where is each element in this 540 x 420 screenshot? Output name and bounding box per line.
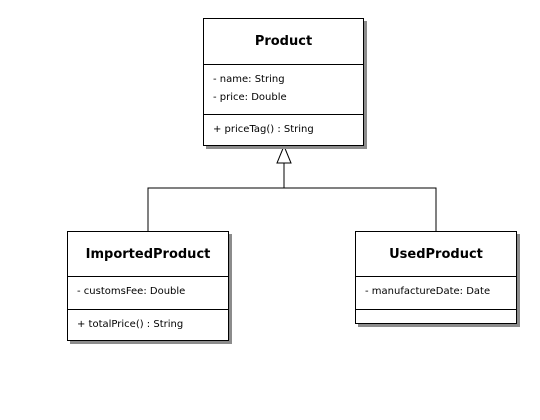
operations-compartment-imported-product: + totalPrice() : String [68,310,228,334]
class-imported-product[interactable]: ImportedProduct - customsFee: Double + t… [67,231,229,341]
operation-price-tag: + priceTag() : String [213,124,314,135]
attribute-customs-fee: - customsFee: Double [77,286,186,297]
attributes-compartment-product: - name: String - price: Double [204,65,363,115]
attribute-manufacture-date: - manufactureDate: Date [365,286,491,297]
inheritance-arrowhead-icon [276,144,292,164]
class-name-imported-product: ImportedProduct [68,232,228,277]
generalization-line-imported-product [147,187,284,231]
operation-total-price: + totalPrice() : String [77,319,184,330]
attribute-name: - name: String [213,74,285,85]
generalization-line-used-product [284,187,437,231]
class-product[interactable]: Product - name: String - price: Double +… [203,18,364,146]
operations-compartment-product: + priceTag() : String [204,115,363,139]
class-name-product: Product [204,19,363,65]
attributes-compartment-imported-product: - customsFee: Double [68,277,228,310]
attributes-compartment-used-product: - manufactureDate: Date [356,277,516,310]
operations-compartment-used-product [356,310,516,323]
class-name-used-product: UsedProduct [356,232,516,277]
class-used-product[interactable]: UsedProduct - manufactureDate: Date [355,231,517,324]
attribute-price: - price: Double [213,92,287,103]
